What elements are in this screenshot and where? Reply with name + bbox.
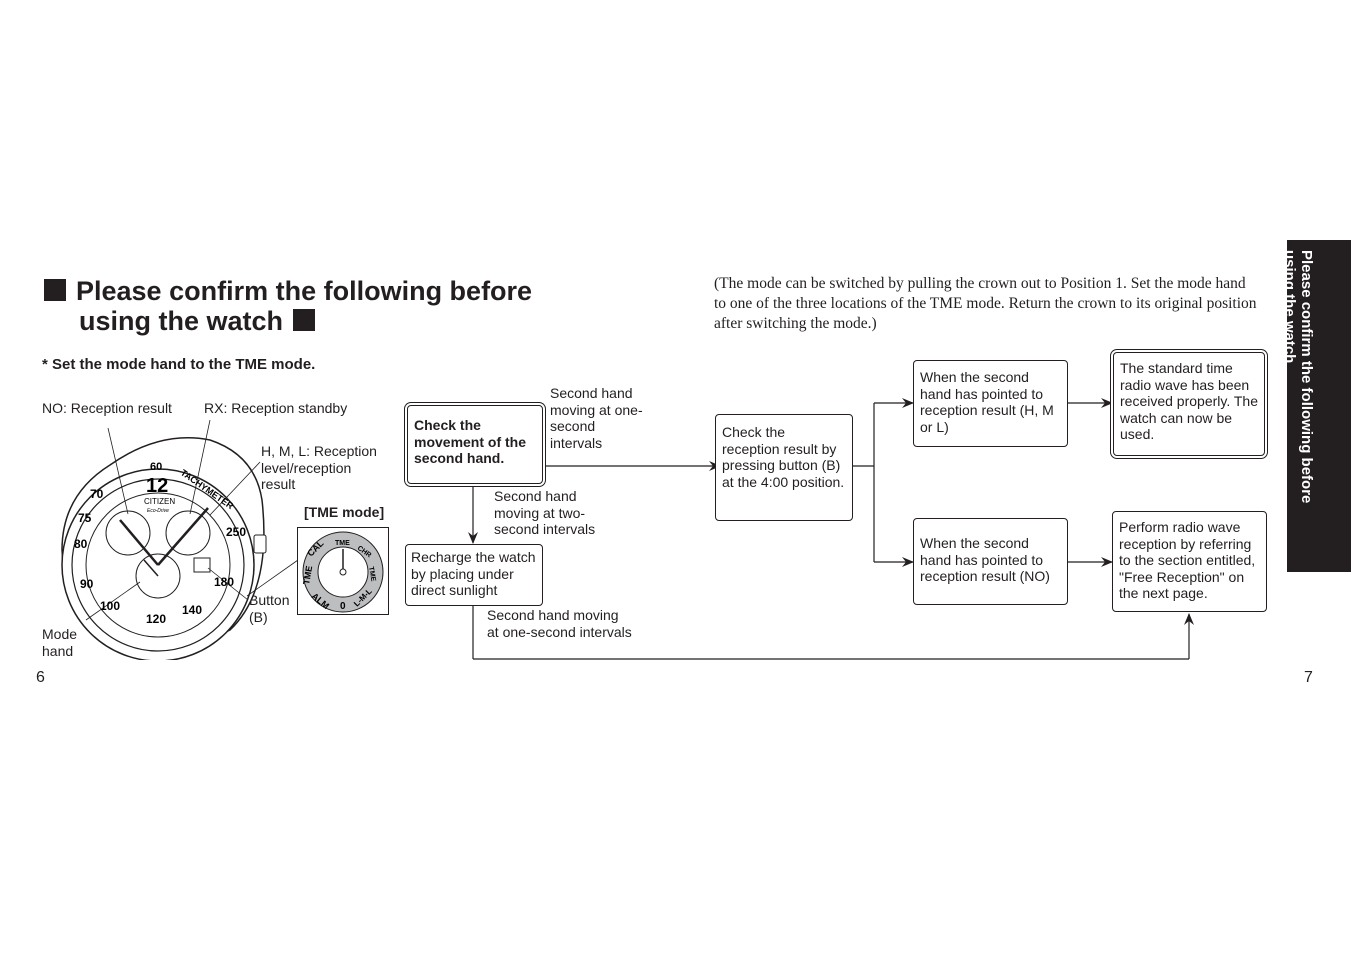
label-no: NO: Reception result: [42, 400, 172, 416]
face-70: 70: [90, 487, 104, 501]
title-line-2: using the watch: [79, 306, 284, 336]
label-hml: H, M, L: Reception level/reception resul…: [261, 443, 377, 492]
page-number-right: 7: [1304, 669, 1313, 686]
face-250: 250: [226, 525, 246, 539]
heading-square-icon-end: [293, 309, 316, 331]
box-recharge: Recharge the watch by placing under dire…: [405, 544, 543, 606]
face-75: 75: [78, 511, 92, 525]
face-180: 180: [214, 575, 234, 589]
face-140: 140: [182, 603, 202, 617]
label-rx: RX: Reception standby: [204, 400, 348, 416]
box-check-result: Check the reception result by pressing b…: [715, 414, 853, 521]
label-after-recharge: Second hand moving at one-second interva…: [487, 607, 632, 640]
watch-illustration: 60 12 70 75 80 90 100 120 140 180 250 TA…: [61, 419, 299, 660]
box-free-reception: Perform radio wave reception by referrin…: [1112, 511, 1267, 612]
dial-tme-left: TME: [301, 565, 314, 585]
dial-zero: 0: [340, 601, 346, 612]
dial-tme-right: TME: [367, 566, 377, 582]
face-120: 120: [146, 612, 166, 626]
face-80: 80: [74, 537, 88, 551]
face-brand: CITIZEN: [144, 497, 175, 506]
box-check-movement: Check the movement of the second hand.: [407, 405, 543, 484]
heading-square-icon: [44, 279, 66, 301]
face-90: 90: [80, 577, 94, 591]
mode-note: (The mode can be switched by pulling the…: [714, 275, 1257, 332]
label-button-b: Button (B): [249, 592, 290, 625]
side-tab: Please confirm the following before usin…: [1281, 240, 1351, 572]
dial-tme-top: TME: [335, 540, 350, 547]
page-number-left: 6: [36, 669, 45, 686]
box-result-no: When the second hand has pointed to rece…: [913, 518, 1068, 605]
title-line-1: Please confirm the following before: [76, 276, 533, 306]
box-success: The standard time radio wave has been re…: [1113, 352, 1265, 456]
face-12: 12: [146, 475, 168, 497]
label-mode-hand: Mode hand: [42, 626, 78, 659]
page-title: Please confirm the following before usin…: [44, 276, 532, 336]
side-tab-line-2: using the watch: [1281, 250, 1298, 364]
face-sub: Eco-Drive: [147, 508, 169, 514]
label-one-second: Second hand moving at one-second interva…: [550, 385, 643, 451]
side-tab-line-1: Please confirm the following before: [1298, 250, 1315, 504]
label-tme-mode: [TME mode]: [304, 504, 385, 520]
tme-mode-inset: CAL TME CHR TME TME ALM 0 L-M-L: [297, 527, 389, 615]
box-result-hml: When the second hand has pointed to rece…: [913, 360, 1068, 447]
face-60: 60: [150, 461, 162, 473]
face-100: 100: [100, 599, 120, 613]
label-two-second: Second hand moving at two-second interva…: [494, 488, 596, 537]
subheading: * Set the mode hand to the TME mode.: [42, 356, 316, 373]
